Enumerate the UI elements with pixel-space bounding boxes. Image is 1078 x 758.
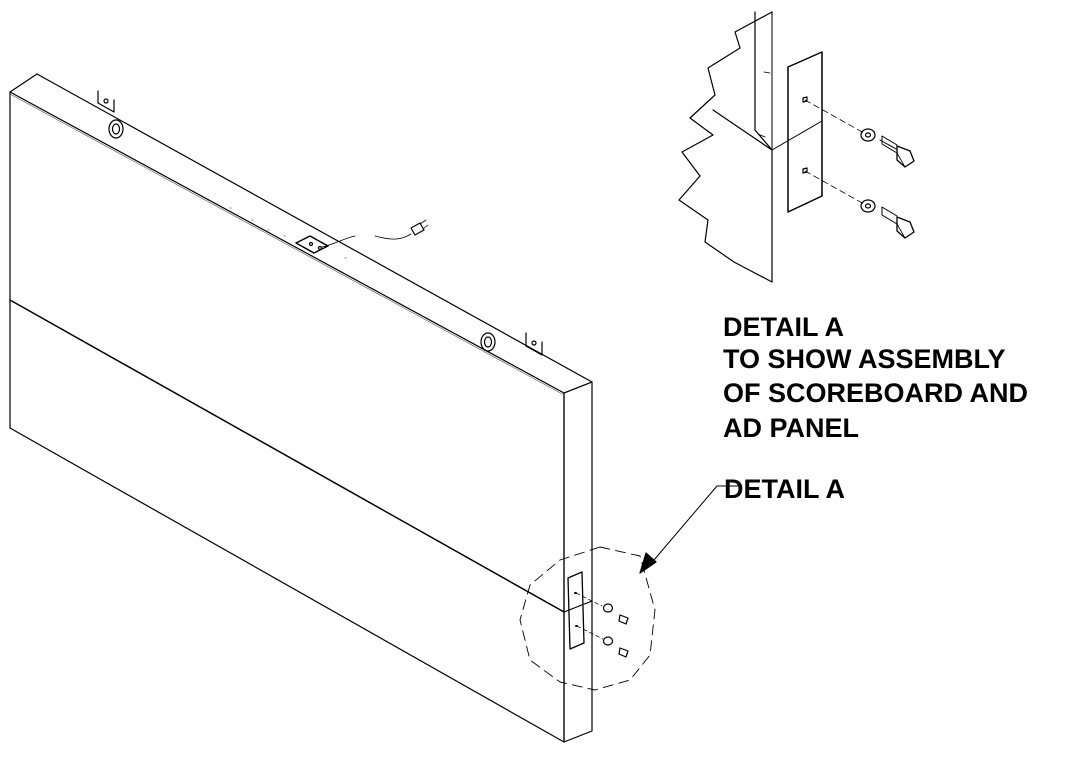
- panel-top-shade: [9, 93, 565, 396]
- detail-caption-line-3: AD PANEL: [723, 413, 860, 443]
- detail-break-line: [678, 11, 773, 283]
- mounting-tab-left: [97, 90, 115, 113]
- panel-seam: [9, 299, 565, 613]
- detail-bolt-lower: [881, 206, 915, 239]
- detail-bracket-plate: [787, 51, 823, 213]
- surface-speckles: [229, 207, 347, 259]
- arrow-head-icon: [639, 552, 657, 574]
- panel-bottom-edge: [9, 427, 565, 743]
- detail-callout-circle: [519, 546, 656, 691]
- callout-bracket: [567, 571, 604, 650]
- callout-label: DETAIL A: [724, 474, 845, 504]
- panel-top-depth: [9, 73, 593, 394]
- lifting-eye-right: [480, 332, 496, 352]
- mounting-tab-right: [525, 332, 543, 356]
- detail-seam: [712, 109, 773, 151]
- scoreboard-and-ad-panel: [9, 73, 593, 743]
- callout-washers-and-bolts: [602, 603, 629, 658]
- detail-a-view: [678, 11, 915, 283]
- detail-washer-lower: [860, 199, 876, 213]
- power-cord: [321, 219, 429, 248]
- lifting-eye-left: [108, 119, 124, 139]
- panel-top-edge: [9, 91, 565, 394]
- detail-bolt-upper: [879, 135, 915, 168]
- callout-leader: [639, 485, 741, 574]
- detail-post-edge-left: [754, 11, 773, 283]
- junction-box-plate: [295, 235, 329, 254]
- detail-washer-upper: [860, 128, 876, 142]
- detail-a-title: DETAIL A: [723, 312, 844, 342]
- detail-caption-line-1: TO SHOW ASSEMBLY: [723, 344, 1006, 374]
- detail-caption-line-2: OF SCOREBOARD AND: [723, 378, 1029, 408]
